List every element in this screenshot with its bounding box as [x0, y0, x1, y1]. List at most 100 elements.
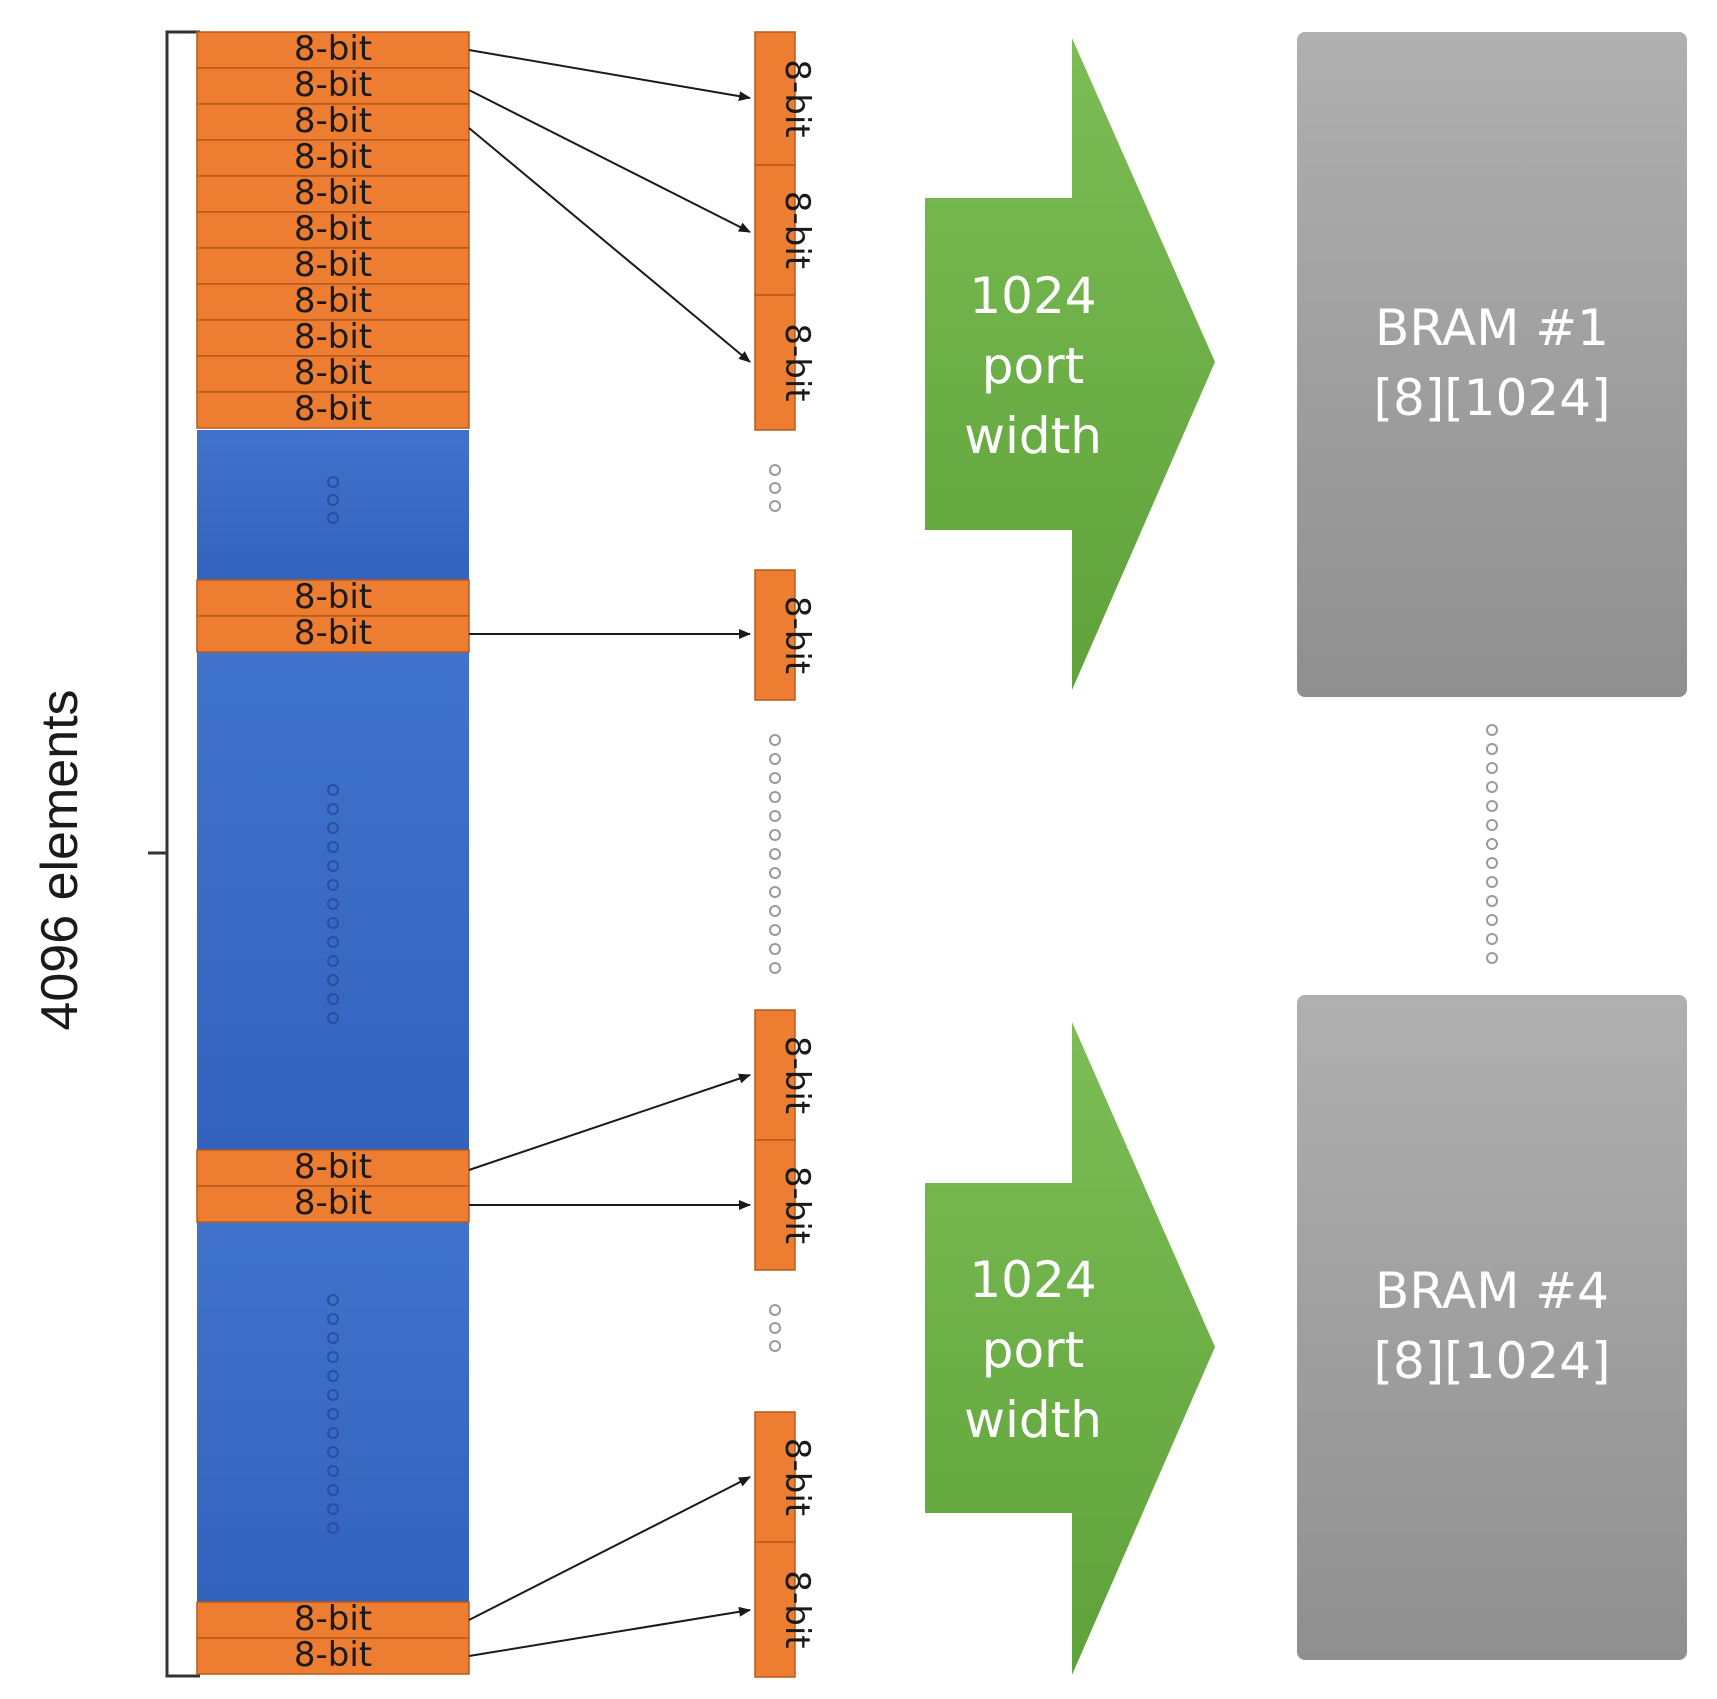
- port-width-arrow-2: 1024 port width: [925, 1022, 1215, 1675]
- memory-cell-label: 8-bit: [294, 1147, 372, 1187]
- ellipsis-dot: [1486, 895, 1498, 907]
- ellipsis-dot: [327, 898, 339, 910]
- ellipsis-dot: [1486, 781, 1498, 793]
- port-cell-label: 8-bit: [777, 1570, 817, 1648]
- memory-cell: [196, 391, 470, 429]
- ellipsis-dot: [1486, 819, 1498, 831]
- ellipsis-dot: [769, 867, 781, 879]
- ellipsis-dot: [769, 1340, 781, 1352]
- port-width-arrow-1-line1: 1024: [969, 267, 1096, 325]
- memory-cell-label: 8-bit: [294, 245, 372, 285]
- port-width-arrow-2-line2: port: [982, 1321, 1085, 1379]
- memory-cell: [196, 579, 470, 617]
- ellipsis-dot: [1486, 876, 1498, 888]
- port-cell: [754, 1541, 796, 1678]
- elements-count-label: 4096 elements: [31, 689, 89, 1030]
- ellipsis-dot: [327, 1351, 339, 1363]
- memory-cell: [196, 1637, 470, 1675]
- memory-cell: [196, 103, 470, 141]
- ellipsis-dot: [327, 860, 339, 872]
- ellipsis-dot: [327, 1332, 339, 1344]
- ellipsis-dot: [769, 753, 781, 765]
- ellipsis-dot: [327, 1503, 339, 1515]
- ellipsis-dot: [769, 464, 781, 476]
- ellipsis-dot: [1486, 762, 1498, 774]
- port-ellipsis-dots: [769, 464, 781, 1352]
- ellipsis-dot: [1486, 800, 1498, 812]
- ellipsis-dot: [327, 1389, 339, 1401]
- ellipsis-dot: [1486, 743, 1498, 755]
- ellipsis-dot: [327, 936, 339, 948]
- connector-arrow: [468, 1606, 751, 1657]
- memory-cell: [196, 67, 470, 105]
- ellipsis-dot: [769, 772, 781, 784]
- ellipsis-dot: [327, 803, 339, 815]
- memory-cell-label: 8-bit: [294, 101, 372, 141]
- ellipsis-dot: [327, 974, 339, 986]
- ellipsis-dot: [1486, 838, 1498, 850]
- bram-1-title: BRAM #1: [1375, 299, 1609, 357]
- port-cell-label: 8-bit: [777, 191, 817, 269]
- memory-cell-label: 8-bit: [294, 1635, 372, 1675]
- ellipsis-dot: [769, 482, 781, 494]
- ellipsis-dot: [769, 924, 781, 936]
- memory-cell-label: 8-bit: [294, 173, 372, 213]
- bram-4-dims: [8][1024]: [1373, 1332, 1610, 1390]
- connector-arrow: [468, 127, 751, 363]
- ellipsis-dot: [327, 1294, 339, 1306]
- ellipsis-dot: [327, 879, 339, 891]
- ellipsis-dot: [1486, 933, 1498, 945]
- ellipsis-dot: [1486, 914, 1498, 926]
- ellipsis-dot: [1486, 857, 1498, 869]
- bram-ellipsis-dots: [1486, 724, 1498, 964]
- bram-1-dims: [8][1024]: [1373, 369, 1610, 427]
- port-cell: [754, 569, 796, 701]
- port-width-arrow-1: 1024 port width: [925, 38, 1215, 690]
- memory-cell-label: 8-bit: [294, 65, 372, 105]
- memory-cell-label: 8-bit: [294, 317, 372, 357]
- port-cell-label: 8-bit: [777, 1036, 817, 1114]
- memory-ellipsis-dots: [327, 476, 339, 1534]
- connector-arrow: [468, 49, 751, 102]
- bram-4-title: BRAM #4: [1375, 1262, 1609, 1320]
- port-width-arrow-2-line3: width: [964, 1391, 1102, 1449]
- elements-bracket: [148, 30, 200, 1678]
- ellipsis-dot: [769, 962, 781, 974]
- connector-arrow: [468, 89, 751, 233]
- memory-cell: [196, 283, 470, 321]
- memory-gap-block: [197, 1222, 469, 1602]
- port-width-arrow-1-line2: port: [982, 337, 1085, 395]
- memory-cell: [196, 1185, 470, 1223]
- memory-cell-label: 8-bit: [294, 577, 372, 617]
- ellipsis-dot: [327, 993, 339, 1005]
- ellipsis-dot: [327, 1522, 339, 1534]
- memory-cell-label: 8-bit: [294, 1183, 372, 1223]
- memory-cell-label: 8-bit: [294, 281, 372, 321]
- ellipsis-dot: [769, 734, 781, 746]
- memory-cell-label: 8-bit: [294, 1599, 372, 1639]
- memory-cell-label: 8-bit: [294, 389, 372, 429]
- ellipsis-dot: [769, 943, 781, 955]
- port-cell: [754, 1411, 796, 1543]
- ellipsis-dot: [1486, 724, 1498, 736]
- connector-arrow: [468, 1476, 751, 1621]
- ellipsis-dot: [327, 1446, 339, 1458]
- port-cell-label: 8-bit: [777, 1166, 817, 1244]
- ellipsis-dot: [327, 1465, 339, 1477]
- ellipsis-dot: [327, 822, 339, 834]
- port-cell: [754, 294, 796, 431]
- memory-cell-label: 8-bit: [294, 353, 372, 393]
- port-width-arrow-1-line3: width: [964, 407, 1102, 465]
- memory-cell: [196, 319, 470, 357]
- memory-cell: [196, 247, 470, 285]
- port-cell-label: 8-bit: [777, 1438, 817, 1516]
- ellipsis-dot: [327, 1408, 339, 1420]
- port-cell-label: 8-bit: [777, 323, 817, 401]
- bram-block-1: BRAM #1 [8][1024]: [1297, 32, 1687, 697]
- memory-cell: [196, 139, 470, 177]
- memory-cell: [196, 211, 470, 249]
- ellipsis-dot: [769, 848, 781, 860]
- port-cell: [754, 1009, 796, 1141]
